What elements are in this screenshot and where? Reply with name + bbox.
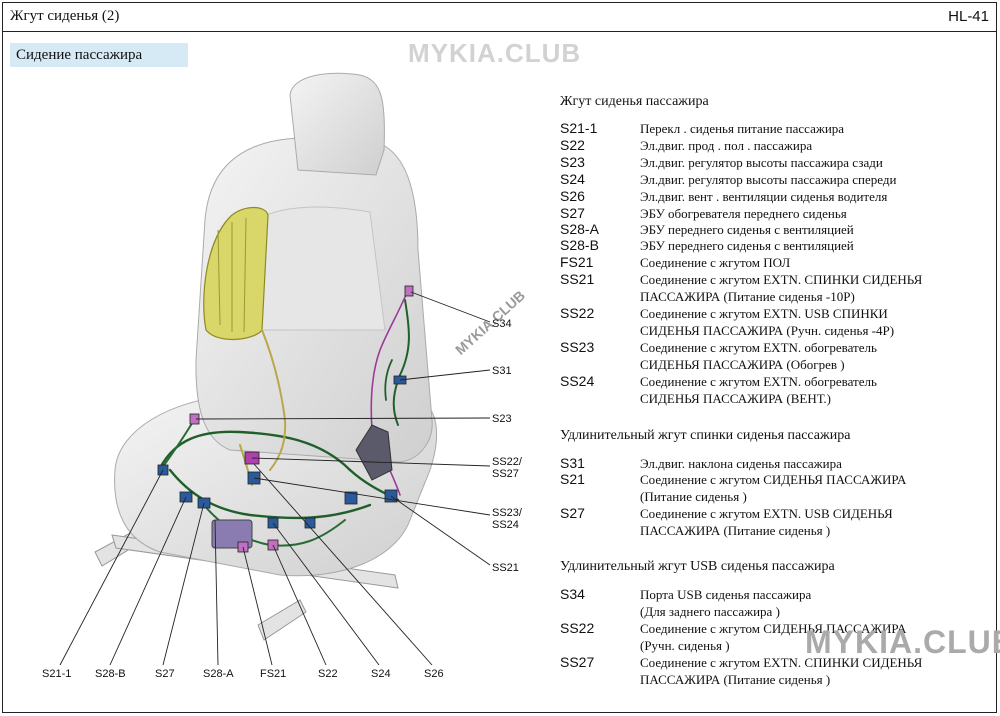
callout-s27: S27 [155,668,175,680]
callout-ss23-ss24: SS23/ SS24 [492,507,522,531]
watermark-top: MYKIA.CLUB [408,38,582,68]
callout-ss21: SS21 [492,562,519,574]
document-title: Жгут сиденья (2) [10,8,120,24]
callout-s24: S24 [371,668,391,680]
callout-ss22-ss27: SS22/ SS27 [492,456,522,480]
callout-fs21: FS21 [260,668,287,680]
seat-ecu [211,519,253,549]
callout-s22: S22 [318,668,338,680]
group-title-usb-extension: Удлинительный жгут USB сиденья пассажира [560,559,835,574]
callout-s21-1: S21-1 [42,668,72,680]
callout-s31: S31 [492,365,512,377]
callout-s26: S26 [424,668,444,680]
group-title-seat-harness: Жгут сиденья пассажира [560,94,709,109]
callout-s28-a: S28-A [203,668,234,680]
headrest [289,72,385,176]
page-code: HL-41 [948,8,989,25]
recline-motor [355,424,393,481]
callout-s23: S23 [492,413,512,425]
section-label: Сидение пассажира [10,43,188,67]
group-title-backrest-extension: Удлинительный жгут спинки сиденья пассаж… [560,428,851,443]
callout-s28-b: S28-B [95,668,126,680]
page-header: Жгут сиденья (2) HL-41 [2,2,997,32]
watermark-bottom: MYKIA.CLUB [805,624,1000,660]
leader-lines [59,291,491,666]
callout-s34: S34 [492,318,512,330]
